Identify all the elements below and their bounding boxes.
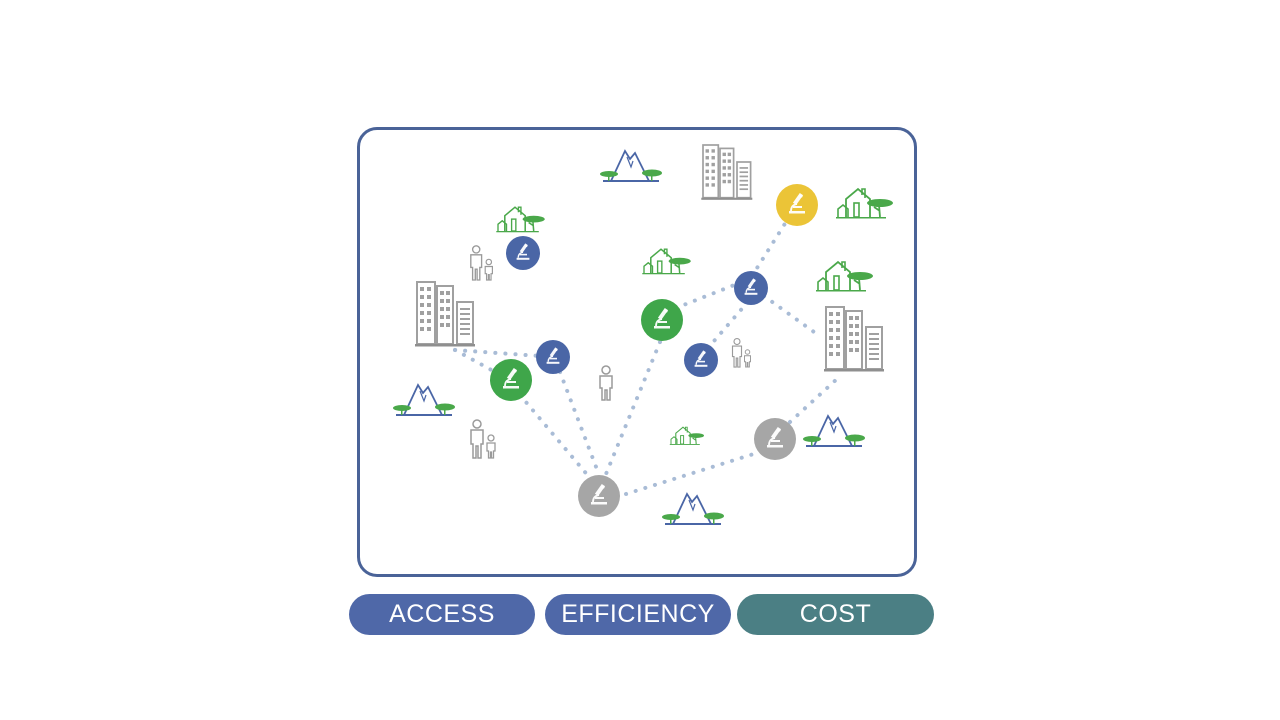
person-icon: [470, 419, 496, 459]
person-icon: [599, 365, 613, 401]
access-button[interactable]: ACCESS: [349, 594, 535, 635]
route-hub-to-gray-lab-east: [624, 450, 762, 496]
office-buildings-icon: [700, 144, 754, 201]
lab-blue-3: [734, 271, 768, 305]
mountain-icon: [661, 493, 725, 526]
lab-yellow: [776, 184, 818, 226]
person-icon: [470, 245, 494, 281]
route-city-west-to-blue-lab: [453, 348, 542, 358]
lab-gray-hub: [578, 475, 620, 517]
route-blue-lab-mid-to-blue-lab-east: [706, 302, 748, 350]
efficiency-button[interactable]: EFFICIENCY: [545, 594, 731, 635]
route-gray-lab-east-to-city-east: [788, 376, 840, 424]
route-green-lab-center-to-hub: [604, 340, 662, 476]
network-map-frame: [357, 127, 917, 577]
house-with-tree-icon: [835, 188, 894, 220]
office-buildings-icon: [414, 281, 476, 348]
house-with-tree-icon: [815, 261, 874, 293]
cost-button[interactable]: COST: [737, 594, 934, 635]
office-buildings-icon: [823, 306, 885, 373]
route-blue-lab-east-to-city-east: [762, 294, 816, 334]
house-with-tree-icon: [669, 426, 705, 446]
lab-blue-4: [684, 343, 718, 377]
lab-green-2: [641, 299, 683, 341]
route-green-lab-center-to-blue-lab-east: [674, 280, 744, 310]
house-with-tree-icon: [495, 206, 546, 234]
mountain-icon: [802, 415, 866, 448]
lab-blue-1: [506, 236, 540, 270]
house-with-tree-icon: [641, 248, 692, 276]
lab-gray-east: [754, 418, 796, 460]
route-blue-lab-to-hub: [558, 370, 600, 474]
person-icon: [731, 337, 752, 368]
route-blue-lab-east-to-yellow-lab: [750, 220, 788, 278]
mountain-icon: [392, 384, 456, 417]
mountain-icon: [599, 150, 663, 183]
referral-routes: [453, 220, 840, 496]
lab-blue-2: [536, 340, 570, 374]
lab-green-1: [490, 359, 532, 401]
route-green-lab-to-hub: [518, 393, 592, 480]
